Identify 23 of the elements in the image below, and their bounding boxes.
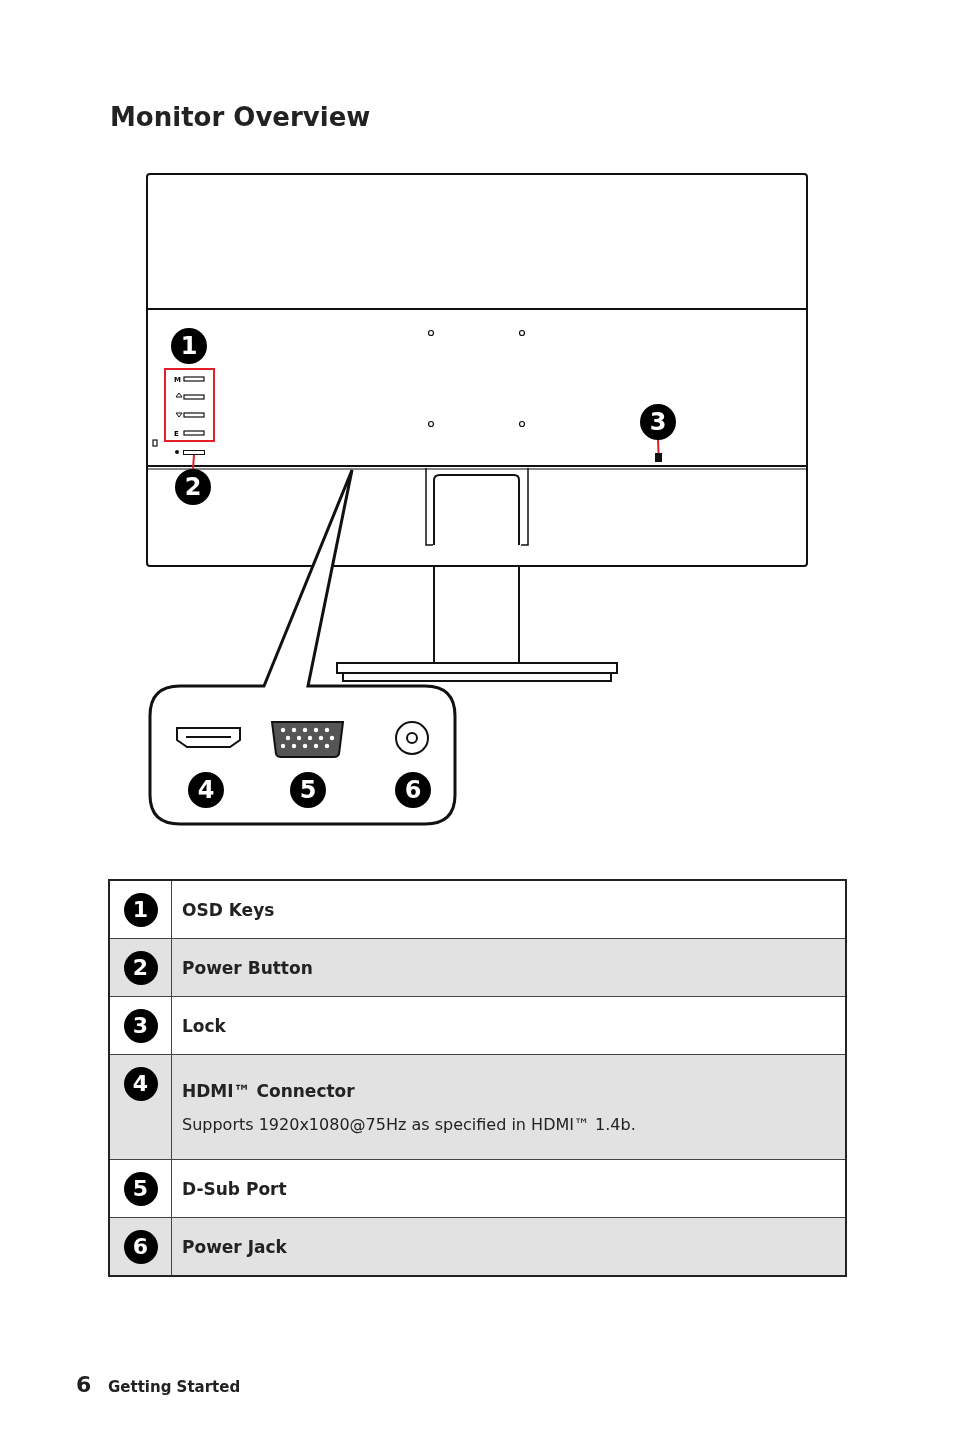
section-name: Getting Started	[108, 1378, 241, 1396]
callout-number: 3	[640, 404, 676, 440]
leader-line	[657, 439, 660, 454]
callout-number: 2	[175, 469, 211, 505]
row-heading: Power Button	[182, 957, 313, 978]
callout-number: 1	[171, 328, 207, 364]
callout-number: 3	[123, 1008, 158, 1043]
page-title: Monitor Overview	[110, 102, 371, 132]
row-heading: D-Sub Port	[182, 1178, 287, 1199]
callout-number: 6	[123, 1229, 158, 1264]
row-heading: HDMI™ Connector	[182, 1080, 355, 1101]
page-number: 6	[76, 1372, 92, 1397]
lock-slot-icon	[655, 453, 662, 462]
callout-number: 1	[123, 892, 158, 927]
row-heading: Lock	[182, 1015, 226, 1036]
callout-number: 5	[123, 1171, 158, 1206]
callout-number: 2	[123, 950, 158, 985]
row-heading: Power Jack	[182, 1236, 287, 1257]
row-heading: OSD Keys	[182, 899, 275, 920]
power-button	[183, 450, 205, 455]
leader-line	[192, 454, 195, 470]
callout-number: 4	[123, 1067, 158, 1101]
row-note: Supports 1920x1080@75Hz as specified in HDMI™ 1.4b.	[182, 1114, 636, 1134]
